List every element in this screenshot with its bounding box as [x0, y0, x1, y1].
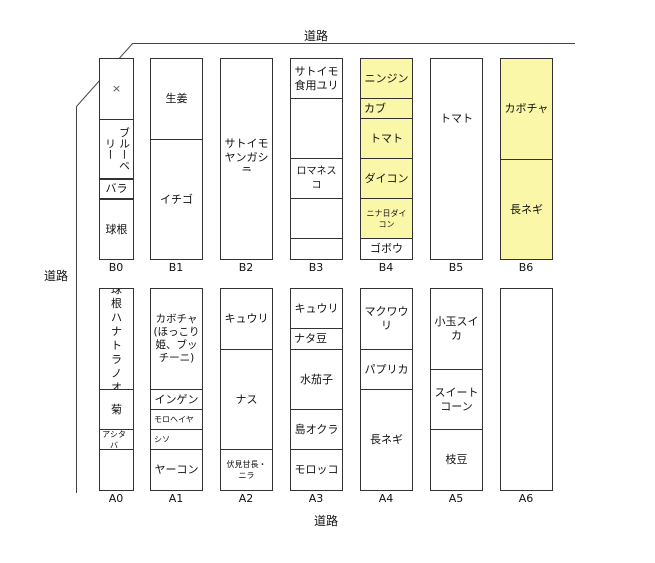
bed-label-B4: B4	[378, 261, 394, 274]
bed-A2-cell-1: キュウリ	[221, 289, 272, 350]
bed-B5[interactable]: トマト	[430, 58, 483, 260]
bed-B5-cell-1: トマト	[440, 112, 473, 125]
bed-A3-cell-1: キュウリ	[291, 289, 342, 329]
bed-B0-cell-4: 球根	[100, 199, 133, 259]
bed-A1-cell-5: ヤーコン	[154, 463, 199, 476]
bed-B0[interactable]: × ブルーベリー バラ 球根	[99, 58, 134, 260]
bed-label-B3: B3	[308, 261, 324, 274]
bed-B2[interactable]: サトイモ ヤンガシラ	[220, 58, 273, 260]
bed-A3-cell-5: モロッコ	[294, 463, 339, 476]
bed-B3-cell-2	[291, 99, 342, 159]
bed-A3-cell-3: 水茄子	[291, 350, 342, 410]
bed-B3[interactable]: サトイモ 食用ユリ ロマネスコ	[290, 58, 343, 260]
bed-A0-cell-4	[100, 450, 133, 490]
bed-label-A5: A5	[448, 492, 464, 505]
bed-A4-cell-1: マクワウ リ	[361, 289, 412, 350]
bed-label-B1: B1	[168, 261, 184, 274]
bed-B3-cell-3: ロマネスコ	[291, 159, 342, 199]
bed-B1-cell-2: イチゴ	[160, 192, 193, 206]
bed-A5-cell-3: 枝豆	[445, 453, 468, 466]
bed-label-B0: B0	[108, 261, 124, 274]
bed-A2-cell-2: ナス	[221, 350, 272, 450]
bed-A1-cell-1: カボチャ (ほっこり 姫、ブッ チーニ)	[151, 289, 202, 390]
bed-A6[interactable]	[500, 288, 553, 491]
bed-A0[interactable]: 球根 ハナ トラノ オ 菊 アシタバ	[99, 288, 134, 491]
road-label-top: 道路	[304, 29, 329, 43]
bed-B4[interactable]: ニンジン カブ トマト ダイコン ニナ日ダイコン ゴボウ	[360, 58, 413, 260]
bed-label-A3: A3	[308, 492, 324, 505]
bed-label-B5: B5	[448, 261, 464, 274]
bed-B6[interactable]: カボチャ 長ネギ	[500, 58, 553, 260]
bed-B3-cell-4	[291, 199, 342, 239]
bed-B6-cell-1: カボチャ	[501, 59, 552, 160]
bed-A0-cell-2: 菊	[100, 390, 133, 430]
bed-A0-cell-3: アシタバ	[100, 430, 133, 450]
bed-label-A2: A2	[238, 492, 254, 505]
bed-B0-cell-1: ×	[111, 82, 122, 95]
bed-B4-cell-1: ニンジン	[361, 59, 412, 99]
bed-label-A1: A1	[168, 492, 184, 505]
bed-A2[interactable]: キュウリ ナス 伏見甘長・ ニラ	[220, 288, 273, 491]
bed-A1-cell-4: シソ	[151, 430, 202, 450]
bed-B2-cell-1: サトイモ ヤンガシラ	[224, 137, 269, 171]
bed-label-A4: A4	[378, 492, 394, 505]
bed-B4-cell-4: ダイコン	[361, 159, 412, 199]
bed-A2-cell-3: 伏見甘長・ ニラ	[226, 460, 267, 480]
bed-label-B6: B6	[518, 261, 534, 274]
bed-B1[interactable]: 生姜 イチゴ	[150, 58, 203, 260]
bed-A4-cell-3: 長ネギ	[370, 433, 403, 446]
road-line-left	[76, 107, 77, 493]
bed-A3-cell-2: ナタ豆	[291, 329, 342, 350]
bed-A4[interactable]: マクワウ リ パプリカ 長ネギ	[360, 288, 413, 491]
bed-B4-cell-2: カブ	[361, 99, 412, 119]
bed-B3-cell-1: サトイモ 食用ユリ	[291, 59, 342, 99]
bed-A5-cell-2: スイート コーン	[431, 370, 482, 430]
bed-A0-cell-1: 球根 ハナ トラノ オ	[100, 289, 133, 390]
road-line-top	[133, 43, 575, 44]
bed-B4-cell-3: トマト	[361, 119, 412, 159]
bed-A4-cell-2: パプリカ	[361, 350, 412, 390]
bed-label-B2: B2	[238, 261, 254, 274]
bed-A1-cell-3: モロヘイヤ	[151, 410, 202, 430]
bed-B0-cell-3: バラ	[100, 179, 133, 199]
bed-A3[interactable]: キュウリ ナタ豆 水茄子 島オクラ モロッコ	[290, 288, 343, 491]
road-label-left: 道路	[44, 269, 69, 283]
bed-B0-cell-2: ブルーベリー	[100, 119, 133, 179]
road-label-bottom: 道路	[314, 514, 339, 528]
bed-A1[interactable]: カボチャ (ほっこり 姫、ブッ チーニ) インゲン モロヘイヤ シソ ヤーコン	[150, 288, 203, 491]
bed-A5-cell-1: 小玉スイ カ	[431, 289, 482, 370]
bed-A5[interactable]: 小玉スイ カ スイート コーン 枝豆	[430, 288, 483, 491]
bed-label-A0: A0	[108, 492, 124, 505]
bed-A3-cell-4: 島オクラ	[291, 410, 342, 450]
bed-B4-cell-6: ゴボウ	[370, 242, 403, 255]
bed-B1-cell-1: 生姜	[151, 59, 202, 140]
bed-label-A6: A6	[518, 492, 534, 505]
bed-B4-cell-5: ニナ日ダイコン	[361, 199, 412, 239]
bed-A1-cell-2: インゲン	[151, 390, 202, 410]
bed-B6-cell-2: 長ネギ	[501, 160, 552, 259]
bed-B3-cell-5	[291, 239, 342, 259]
